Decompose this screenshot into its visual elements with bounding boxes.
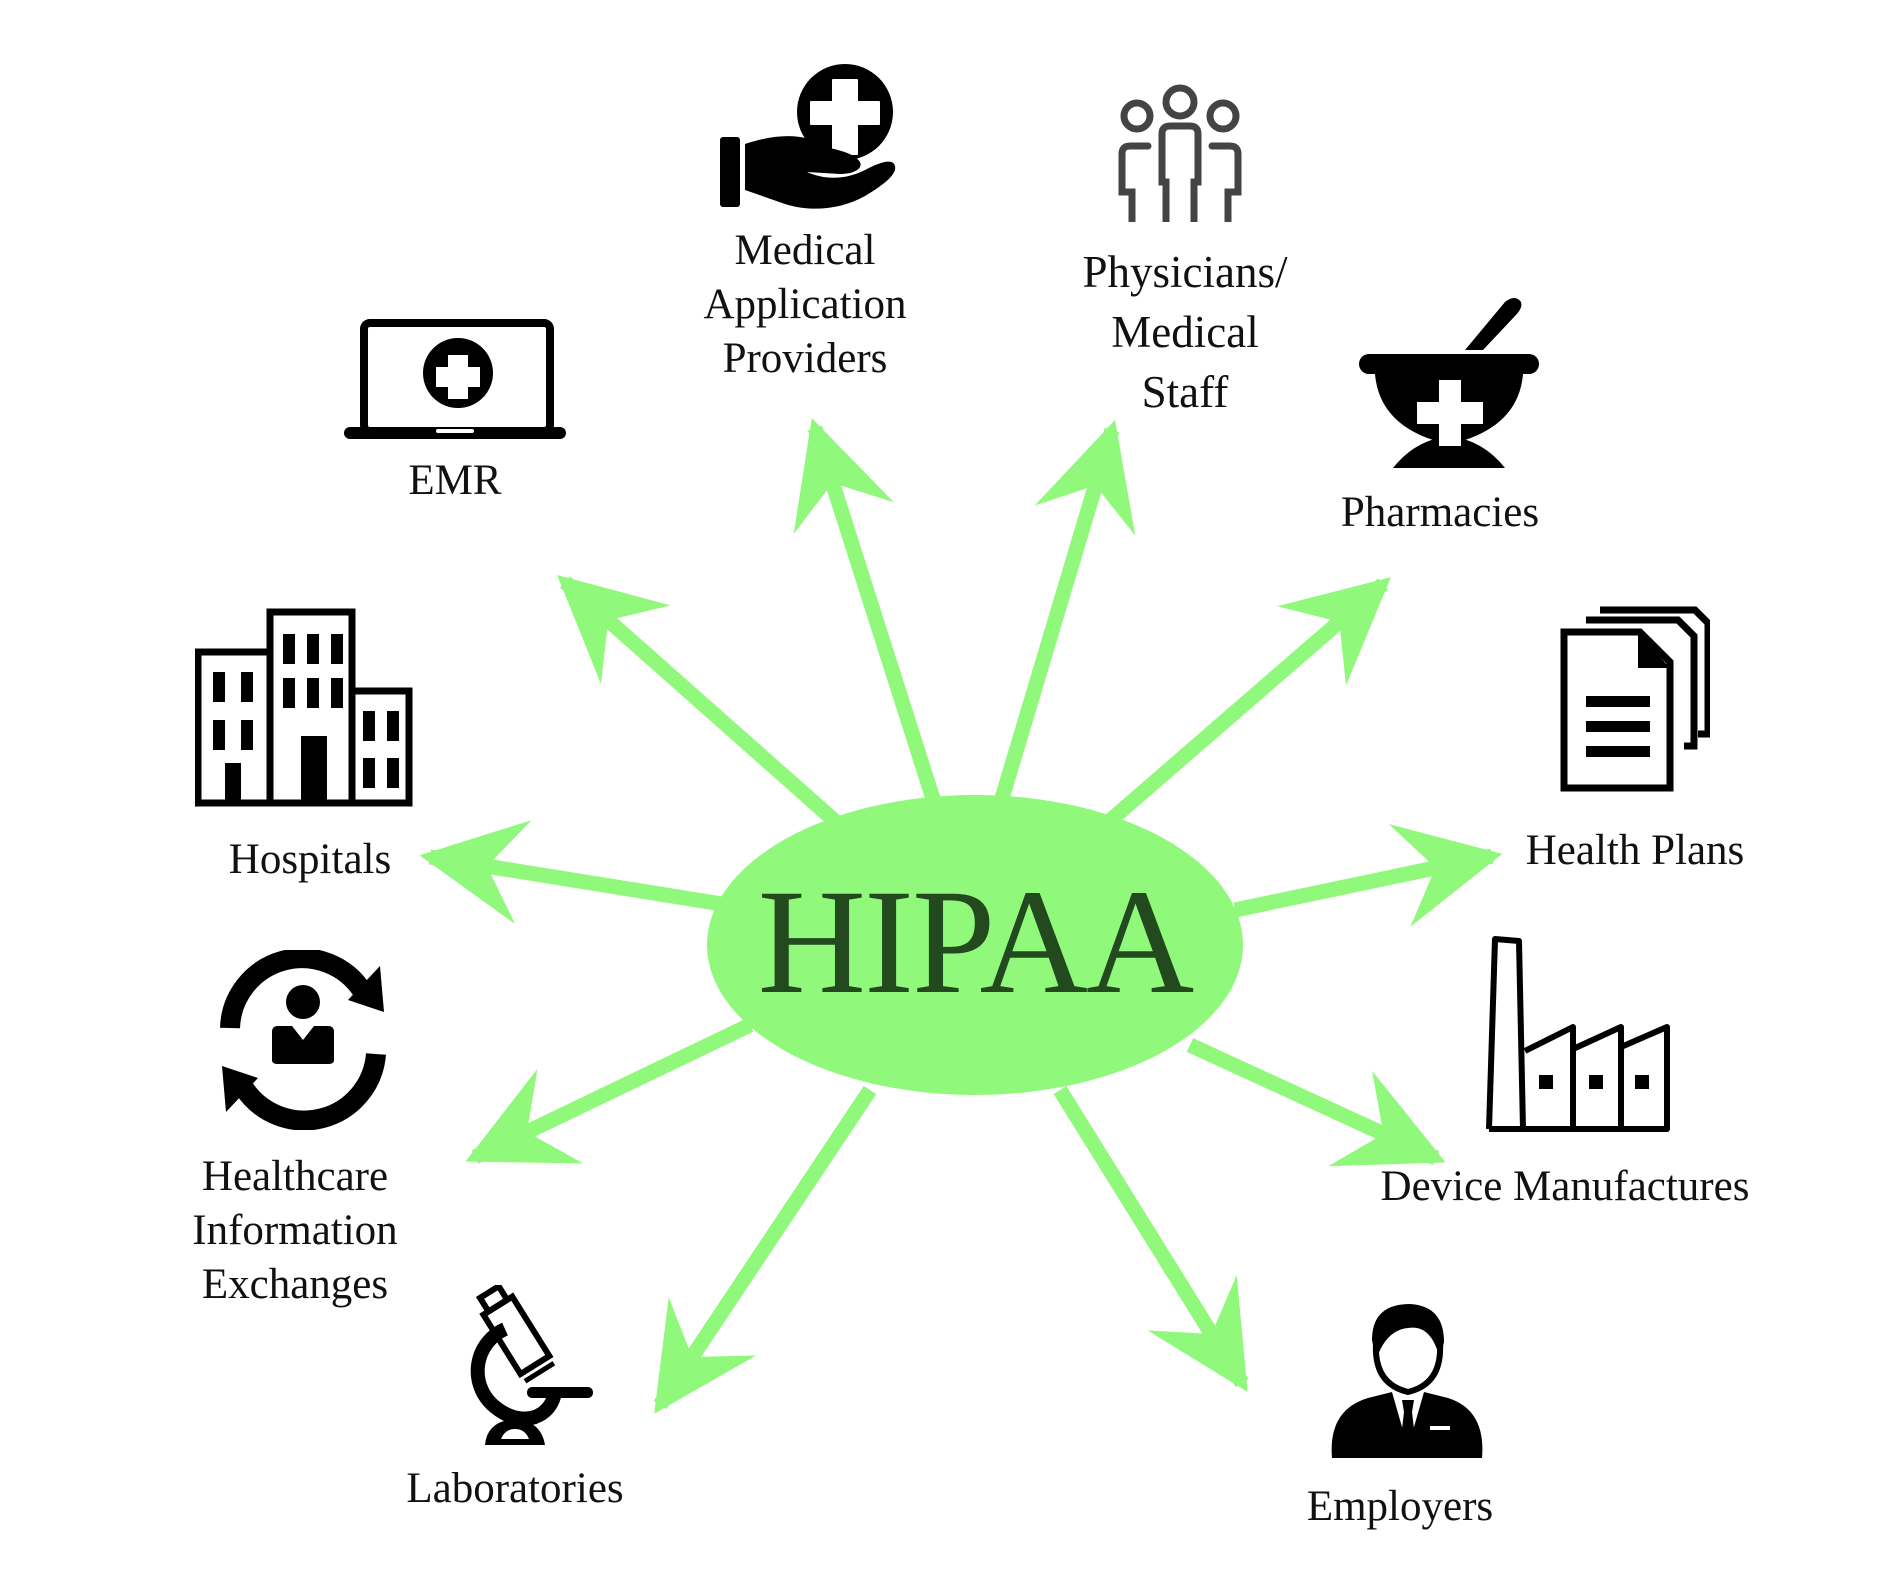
exchange-user-icon	[220, 950, 386, 1130]
laptop-medical-icon	[344, 319, 566, 439]
arrow-to-employers	[1053, 1086, 1249, 1392]
label-laboratories: Laboratories	[406, 1465, 624, 1512]
arrow-to-device-manufactures	[1186, 1038, 1446, 1167]
mortar-pestle-icon	[1359, 298, 1539, 468]
arrow-to-emr-direction	[557, 575, 850, 836]
hospital-building-icon	[195, 608, 413, 807]
factory-icon	[1486, 936, 1670, 1132]
label-pharmacies: Pharmacies	[1340, 489, 1540, 536]
arrow-to-medical-application-providers	[793, 417, 943, 808]
center-ellipse	[707, 795, 1243, 1095]
people-group-icon	[1118, 84, 1242, 222]
center-title: HIPAA	[757, 859, 1195, 1025]
hand-holding-medical-icon	[720, 64, 896, 209]
label-hospitals: Hospitals	[228, 836, 392, 883]
label-healthcare-information-exchanges: Healthcare Information Exchanges	[192, 1153, 398, 1308]
label-employers: Employers	[1306, 1483, 1494, 1530]
label-medical-application-providers: Medical Application Providers	[703, 227, 907, 382]
businessman-icon	[1331, 1304, 1483, 1458]
arrow-to-hospitals	[419, 820, 730, 924]
arrow-to-physicians-medical-staff	[992, 419, 1136, 808]
arrow-to-pharmacies	[1100, 577, 1391, 831]
microscope-icon	[470, 1285, 593, 1445]
documents-icon	[1560, 606, 1710, 792]
label-emr: EMR	[408, 457, 502, 504]
label-physicians-medical-staff: Physicians/ Medical Staff	[1082, 247, 1288, 417]
arrow-to-laboratories	[653, 1085, 877, 1414]
label-device-manufactures: Device Manufactures	[1380, 1163, 1750, 1210]
arrow-to-health-plans	[1233, 824, 1503, 927]
label-health-plans: Health Plans	[1525, 827, 1745, 874]
arrow-to-healthcare-information-exchanges	[465, 1018, 754, 1164]
